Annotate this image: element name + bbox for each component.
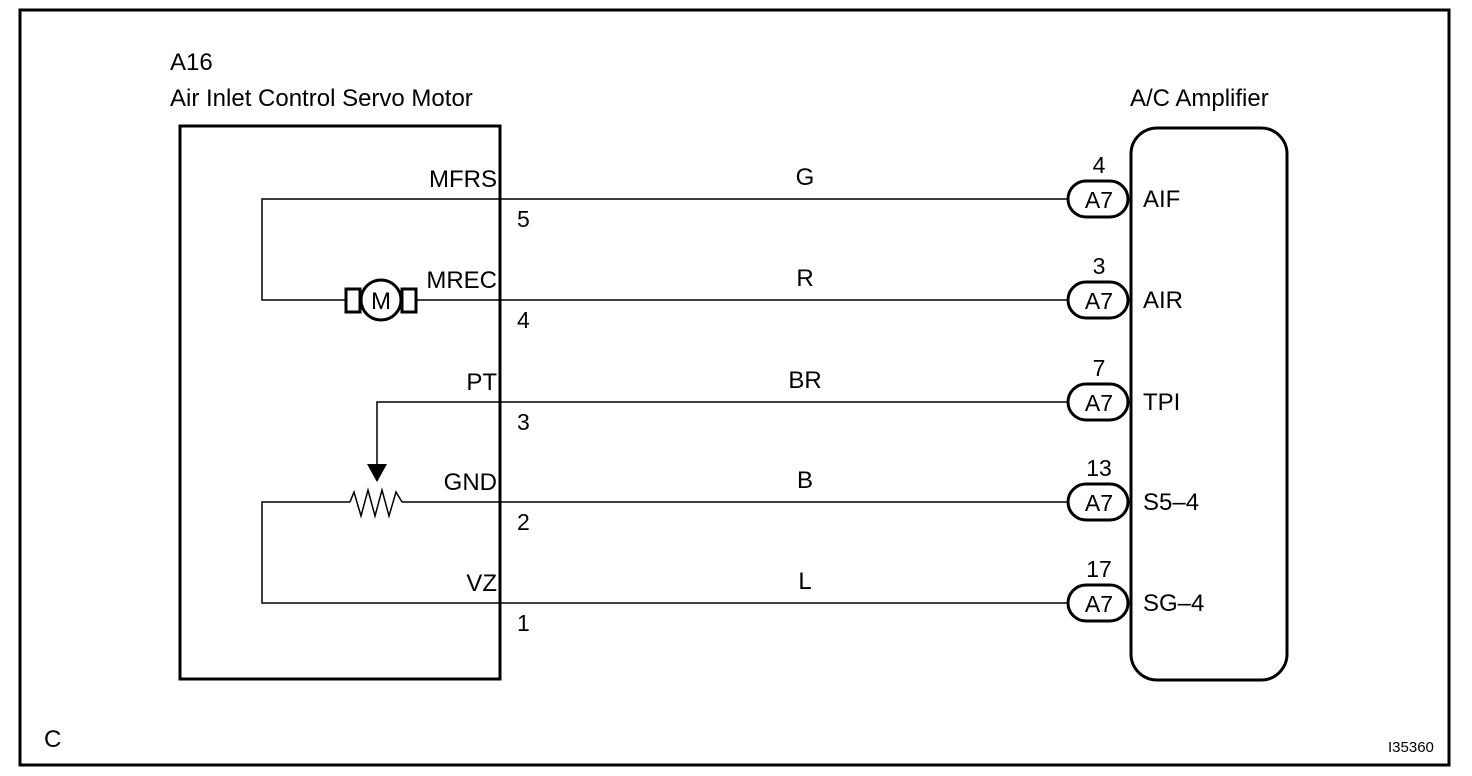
connector-oval (1066, 280, 1130, 320)
connector-oval (1066, 583, 1130, 623)
connector-code: A7 (1085, 591, 1113, 617)
amplifier-pin-numbers: 4 3 7 13 17 (1086, 152, 1112, 582)
amplifier-box (1129, 126, 1289, 682)
connector-oval (1066, 179, 1130, 219)
connector-oval (1066, 482, 1130, 522)
corner-label: C (44, 726, 61, 753)
potentiometer-circuit (261, 401, 500, 604)
amplifier-signal-labels: AIF AIR TPI S5–4SG–4 (1143, 186, 1204, 617)
amplifier-pin-number: 7 (1093, 355, 1106, 381)
amplifier-signal-label: S5–4 (1143, 489, 1199, 516)
left-signal-label: MREC (426, 267, 497, 294)
connector-code: A7 (1085, 390, 1113, 416)
figure-id: I35360 (1388, 739, 1434, 756)
wire-color-label: R (796, 265, 813, 292)
left-signal-label: GND (444, 469, 497, 496)
motor-symbol: M (371, 288, 391, 315)
wire-color-label: G (796, 164, 815, 191)
connector-code: A7 (1085, 288, 1113, 314)
amplifier-pin-number: 17 (1086, 556, 1112, 582)
amplifier-signal-label: AIR (1143, 287, 1183, 314)
connector-code: A7 (1085, 490, 1113, 516)
motor-circuit (261, 198, 500, 301)
connector-code: A7 (1085, 187, 1113, 213)
wiper-arrow-icon (367, 464, 387, 482)
connector-oval (1066, 382, 1130, 422)
wire-color-label: BR (788, 367, 821, 394)
left-component-name: Air Inlet Control Servo Motor (170, 85, 473, 112)
left-signal-label: PT (466, 369, 497, 396)
amplifier-signal-label: TPI (1143, 389, 1180, 416)
harness-wires (500, 198, 1068, 604)
left-signal-label: VZ (466, 570, 497, 597)
resistor-icon (349, 487, 403, 519)
left-pin-number: 1 (517, 610, 530, 636)
wire-color-labels: G R BR B L (788, 164, 821, 595)
left-pin-number: 3 (517, 409, 530, 435)
left-signal-labels: MFRS MREC PT GND VZ (426, 166, 497, 597)
amplifier-pin-number: 4 (1093, 152, 1106, 178)
left-pin-numbers: 5 4 3 2 1 (517, 206, 530, 636)
left-pin-number: 4 (517, 307, 530, 333)
amplifier-pin-number: 3 (1093, 253, 1106, 279)
left-pin-number: 2 (517, 509, 530, 535)
right-component-name: A/C Amplifier (1130, 85, 1269, 112)
amplifier-signal-label: SG–4 (1143, 590, 1204, 617)
diagram-frame (18, 8, 1451, 767)
wire-color-label: L (798, 568, 811, 595)
left-component-code: A16 (170, 49, 213, 76)
left-pin-number: 5 (517, 206, 530, 232)
motor-icon: M (344, 278, 418, 322)
left-signal-label: MFRS (429, 166, 497, 193)
amplifier-pin-number: 13 (1086, 455, 1112, 481)
wire-color-label: B (797, 467, 813, 494)
amplifier-signal-label: AIF (1143, 186, 1180, 213)
